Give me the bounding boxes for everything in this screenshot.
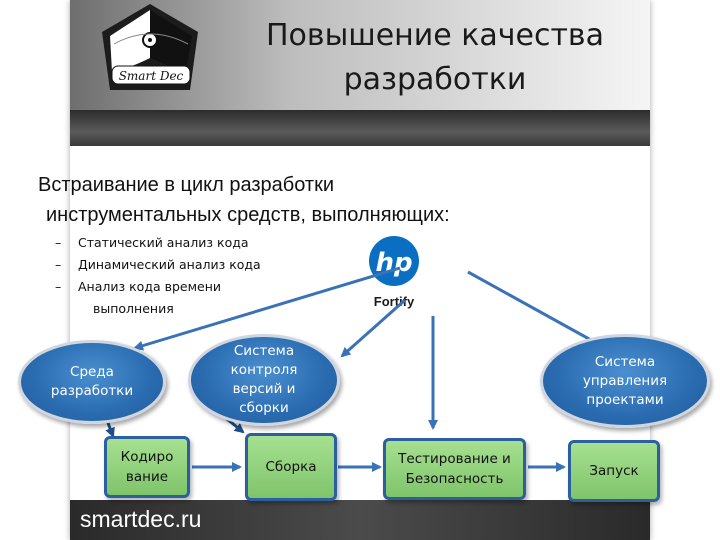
slide-title: Повышение качества разработки (230, 14, 640, 102)
bullet-list: – Статический анализ кода – Динамический… (55, 232, 355, 316)
bullet-dash: – (55, 235, 62, 250)
header-band (70, 110, 650, 146)
vcs-ellipse: Система контроля версий и сборки (188, 334, 340, 426)
logo-lettering: Smart Dec (119, 69, 184, 83)
intro-line: Встраивание в цикл разработки (38, 174, 335, 196)
hp-fortify-logo: hp Fortify (369, 236, 419, 309)
bullet-continuation: выполнения (93, 301, 174, 316)
dev-environment-label: Среда разработки (50, 364, 134, 399)
build-box: Сборка (245, 433, 337, 501)
intro-text: Встраивание в цикл разработки инструмент… (38, 170, 558, 230)
bullet-item: – Статический анализ кода (55, 232, 355, 254)
build-label: Сборка (265, 459, 317, 475)
slide-footer: smartdec.ru (70, 500, 650, 540)
bullet-dash: – (55, 279, 62, 294)
project-management-ellipse: Система управления проектами (540, 334, 710, 428)
bullet-item: – Динамический анализ кода (55, 254, 355, 276)
hp-mark: hp (375, 248, 412, 278)
project-management-label: Система управления проектами (582, 353, 668, 408)
bullet-dash: – (55, 257, 62, 272)
bullet-text: Статический анализ кода (78, 235, 249, 250)
testing-box: Тестирование и Безопасность (383, 438, 526, 500)
launch-box: Запуск (568, 440, 660, 502)
title-line: Повышение качества (265, 18, 604, 53)
footer-site-text: smartdec.ru (80, 506, 202, 532)
bullet-item: – Анализ кода времени выполнения (55, 276, 355, 316)
coding-box: Кодиро вание (104, 436, 190, 498)
bullet-text: Анализ кода времени (78, 279, 221, 294)
title-line: разработки (343, 62, 527, 97)
intro-line: инструментальных средств, выполняющих: (46, 204, 450, 226)
testing-label: Тестирование и Безопасность (398, 451, 511, 487)
bullet-text: Динамический анализ кода (78, 257, 261, 272)
dev-environment-ellipse: Среда разработки (18, 340, 166, 424)
smartdec-logo: Smart Dec (102, 4, 198, 90)
coding-label: Кодиро вание (120, 449, 174, 485)
fortify-caption: Fortify (374, 294, 415, 309)
vcs-label: Система контроля версий и сборки (230, 343, 298, 416)
launch-label: Запуск (589, 463, 639, 479)
